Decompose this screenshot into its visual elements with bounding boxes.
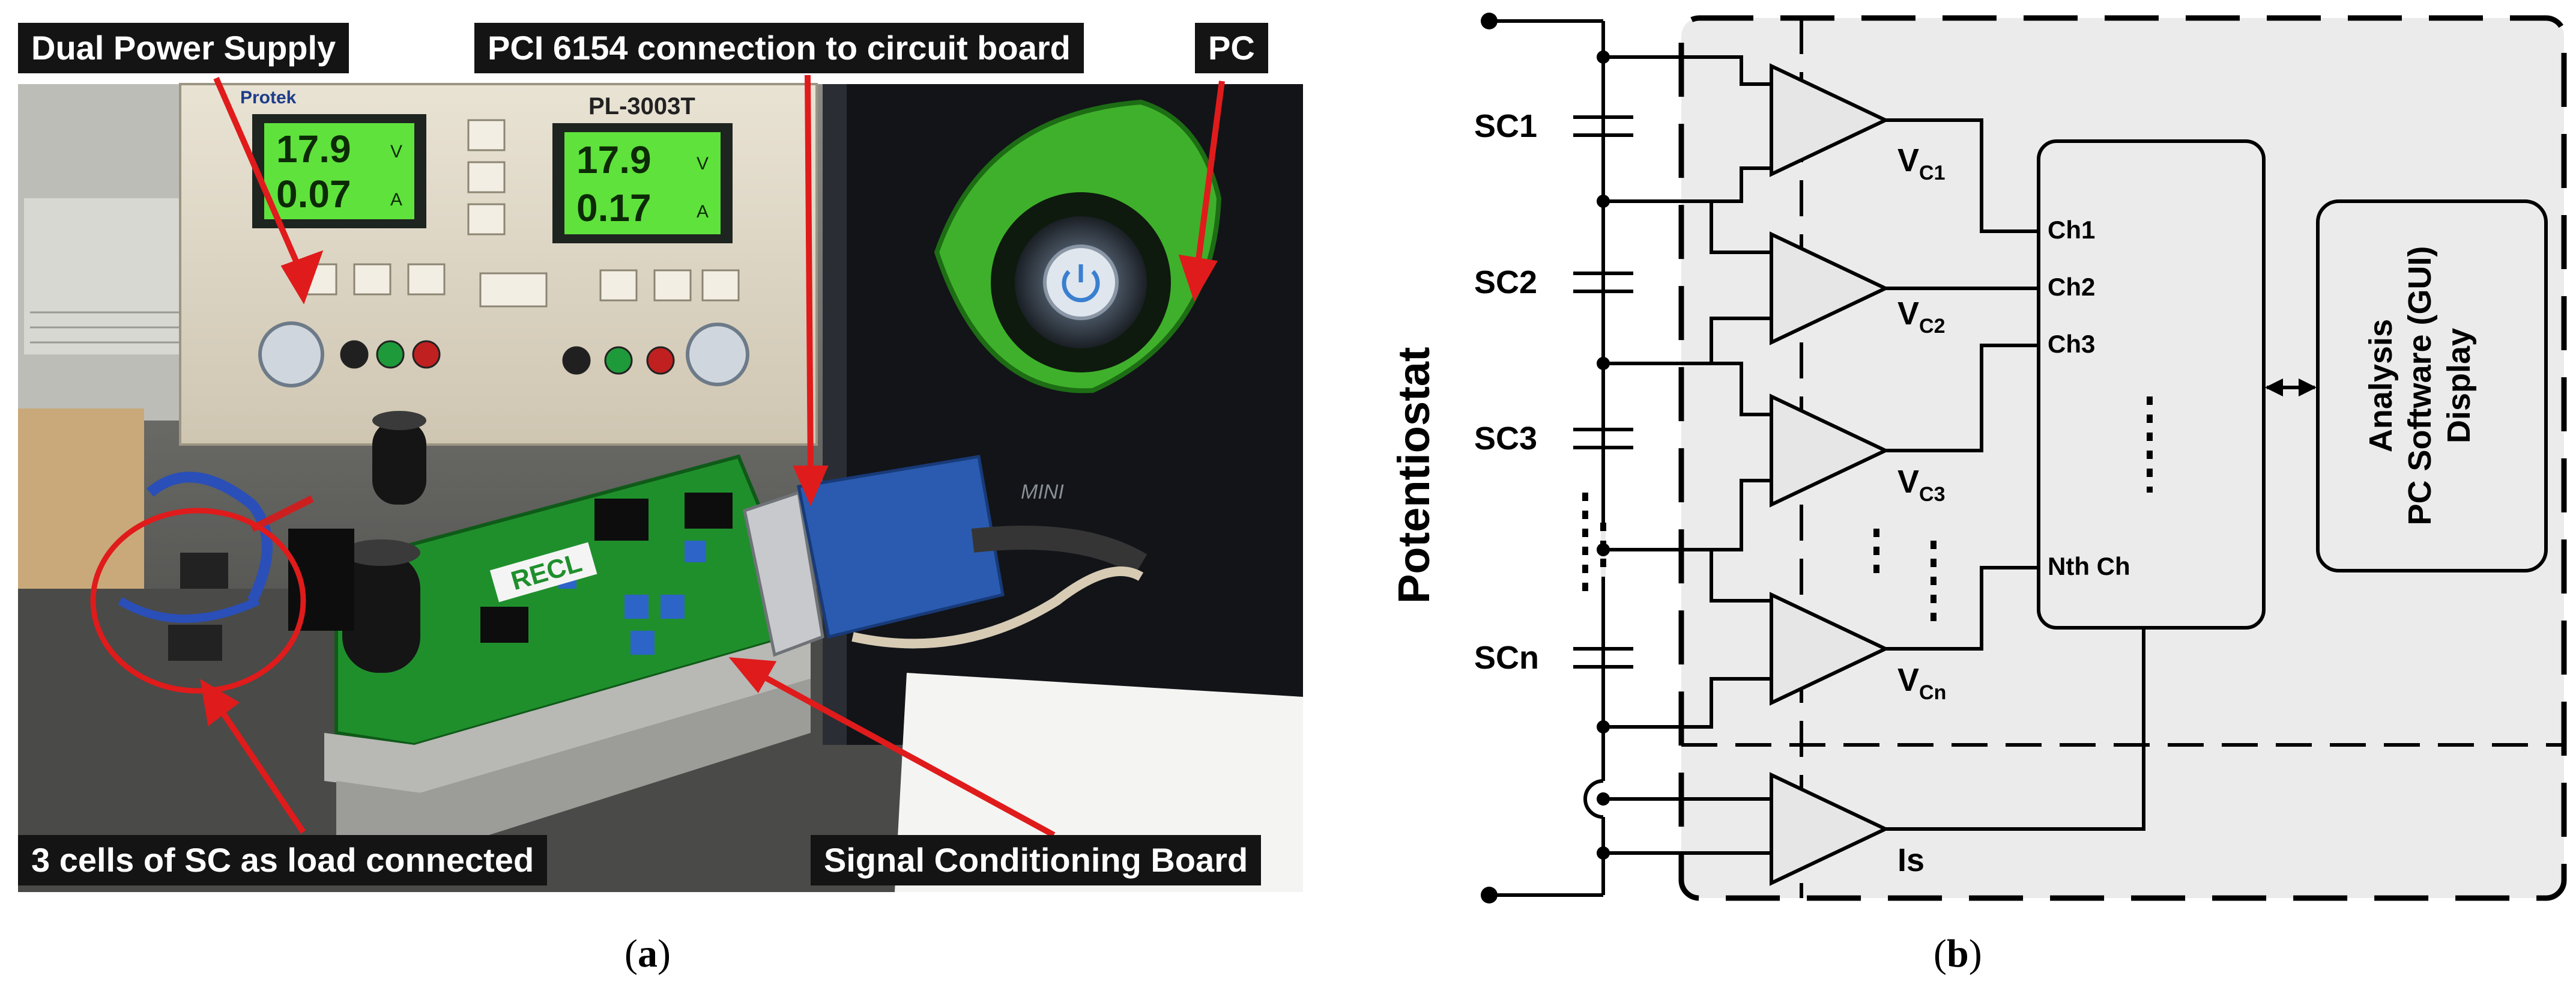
panel-b: Potentiostat SC1 SC2 SC3 SCn VC1 VC2 VC3… <box>1321 0 2576 996</box>
vcn-label: VCn <box>1897 662 1946 704</box>
psu-brand-text: Protek <box>240 88 297 108</box>
scn-label: SCn <box>1474 640 1539 676</box>
lcd-left-amps: 0.07 <box>276 172 351 216</box>
amplifier-vcn <box>1770 592 1890 706</box>
arrow-sc-cells <box>213 701 306 834</box>
lcd-right-unit-a: A <box>697 202 709 222</box>
block-diagram: Potentiostat SC1 SC2 SC3 SCn VC1 VC2 VC3… <box>1389 13 2567 903</box>
panel-b-label: (b) <box>1934 932 1982 976</box>
arrow-pci <box>805 74 814 475</box>
vc1-label: VC1 <box>1897 142 1946 184</box>
lcd-left-volts: 17.9 <box>276 127 351 171</box>
lcd-right-amps: 0.17 <box>576 186 652 229</box>
lcd-right-volts: 17.9 <box>576 138 652 181</box>
pci-db-connector <box>743 490 824 657</box>
psu-model-text: PL-3003T <box>588 93 695 120</box>
capacitor-small <box>372 421 426 505</box>
arrow-signal-board <box>755 670 1056 838</box>
setup-photo: MINI Protek PL-3003T 17.9 0.07 V A 17.9 … <box>18 74 1303 892</box>
sc1-label: SC1 <box>1474 108 1537 144</box>
lcd-left-unit-v: V <box>390 142 402 162</box>
amplifier-vc2 <box>1770 231 1890 345</box>
sc2-label: SC2 <box>1474 264 1537 300</box>
vc3-label: VC3 <box>1897 464 1946 506</box>
callout-sc-cells: 3 cells of SC as load connected <box>18 835 548 885</box>
capacitor-large <box>342 553 420 673</box>
sc-cells-highlight-circle <box>90 508 306 694</box>
amplifier-is <box>1770 772 1890 886</box>
callout-pci-connection: PCI 6154 connection to circuit board <box>474 23 1084 73</box>
pc-box-line-software: PC Software (GUI) <box>2402 246 2438 525</box>
callout-dual-power-supply: Dual Power Supply <box>18 23 349 73</box>
pc-logo-text: MINI <box>1021 481 1064 503</box>
callout-pc: PC <box>1195 23 1268 73</box>
psu-knob-left <box>258 321 324 387</box>
pc-box-line-analysis: Analysis <box>2363 319 2399 452</box>
lcd-right-unit-v: V <box>697 154 709 174</box>
amplifier-vc3 <box>1770 393 1890 508</box>
nth-ch-label: Nth Ch <box>2048 552 2130 580</box>
pc-software-box <box>2316 199 2548 572</box>
psu-knob-right <box>686 323 749 386</box>
potentiostat-label: Potentiostat <box>1389 347 1439 604</box>
ch3-label: Ch3 <box>2048 330 2095 358</box>
lcd-right <box>564 132 721 234</box>
amplifier-vc1 <box>1770 63 1890 177</box>
arrow-power-supply <box>213 76 306 279</box>
lcd-left <box>264 123 414 219</box>
callout-signal-board: Signal Conditioning Board <box>811 835 1262 885</box>
ch2-label: Ch2 <box>2048 273 2095 301</box>
ch1-label: Ch1 <box>2048 216 2095 244</box>
panel-a: MINI Protek PL-3003T 17.9 0.07 V A 17.9 … <box>18 23 1303 976</box>
daq-channel-box <box>2037 139 2266 630</box>
is-label: Is <box>1897 842 1924 878</box>
vc2-label: VC2 <box>1897 296 1946 338</box>
panel-a-label: (a) <box>624 932 671 976</box>
pc-box-line-display: Display <box>2441 328 2477 443</box>
lcd-left-unit-a: A <box>390 190 402 210</box>
arrow-pc <box>1195 80 1225 265</box>
sc3-label: SC3 <box>1474 421 1537 457</box>
